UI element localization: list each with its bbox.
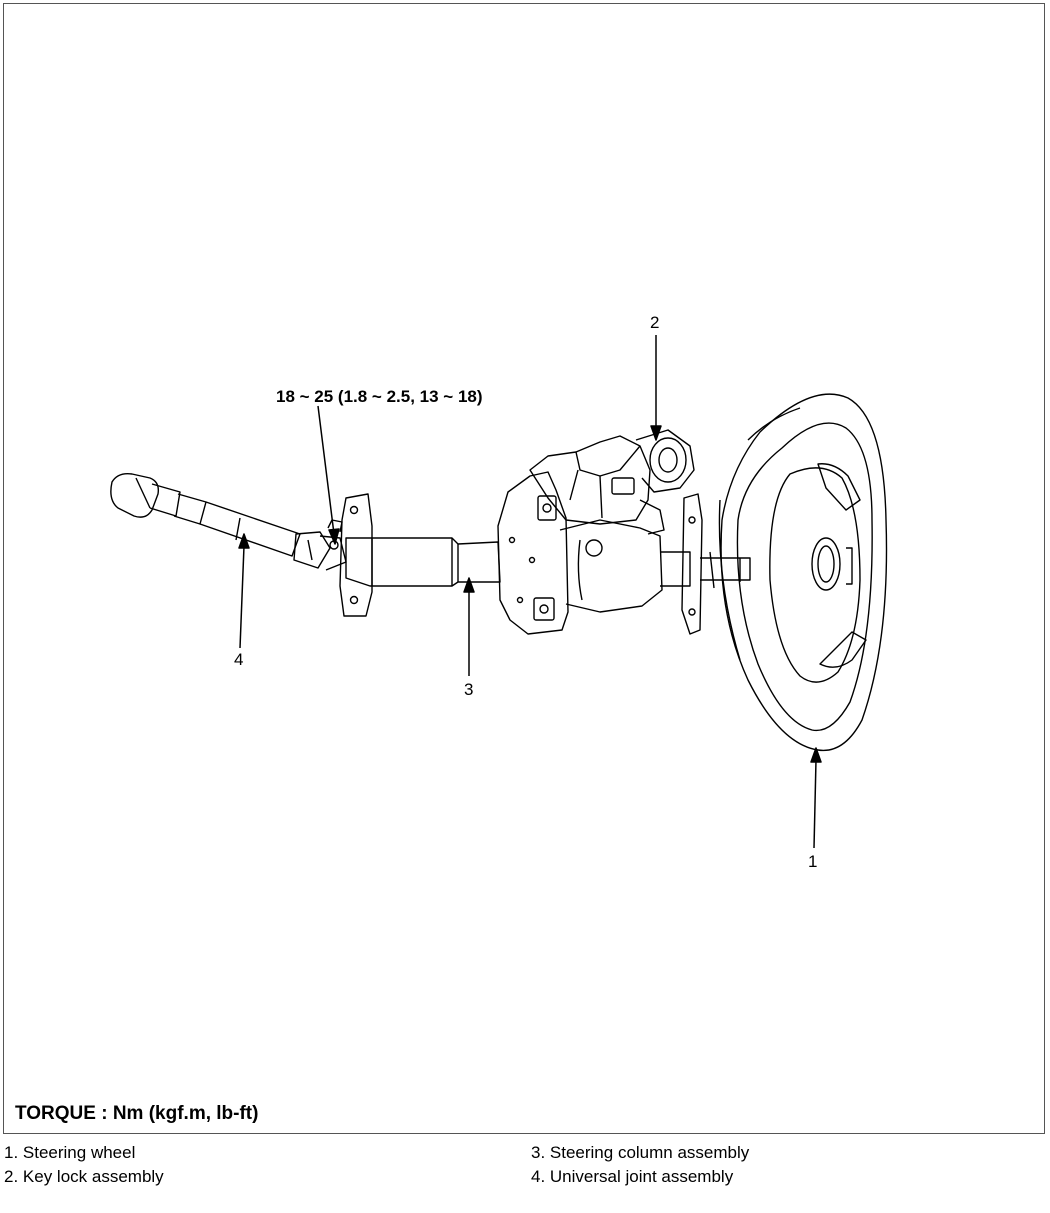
legend-item-steering-column: 3. Steering column assembly <box>531 1143 750 1162</box>
steering-wheel <box>718 393 888 752</box>
legend-item-steering-wheel: 1. Steering wheel <box>4 1143 136 1162</box>
diagram-frame <box>3 3 1045 1134</box>
torque-units-title: TORQUE : Nm (kgf.m, lb-ft) <box>15 1103 259 1124</box>
legend-item-key-lock: 2. Key lock assembly <box>4 1167 164 1186</box>
legend-item-universal-joint: 4. Universal joint assembly <box>531 1167 734 1186</box>
torque-spec-label: 18 ~ 25 (1.8 ~ 2.5, 13 ~ 18) <box>276 387 483 406</box>
universal-joint-assembly <box>110 472 347 571</box>
legend-right: 3. Steering column assembly 4. Universal… <box>531 1141 749 1189</box>
legend-left: 1. Steering wheel 2. Key lock assembly <box>4 1141 164 1189</box>
key-lock-assembly <box>529 429 695 535</box>
leader-lines <box>238 335 822 849</box>
callout-3: 3 <box>464 680 474 699</box>
callout-2: 2 <box>650 313 660 332</box>
steering-column-assembly <box>339 471 751 635</box>
callout-4: 4 <box>234 650 244 669</box>
callout-1: 1 <box>808 852 818 871</box>
